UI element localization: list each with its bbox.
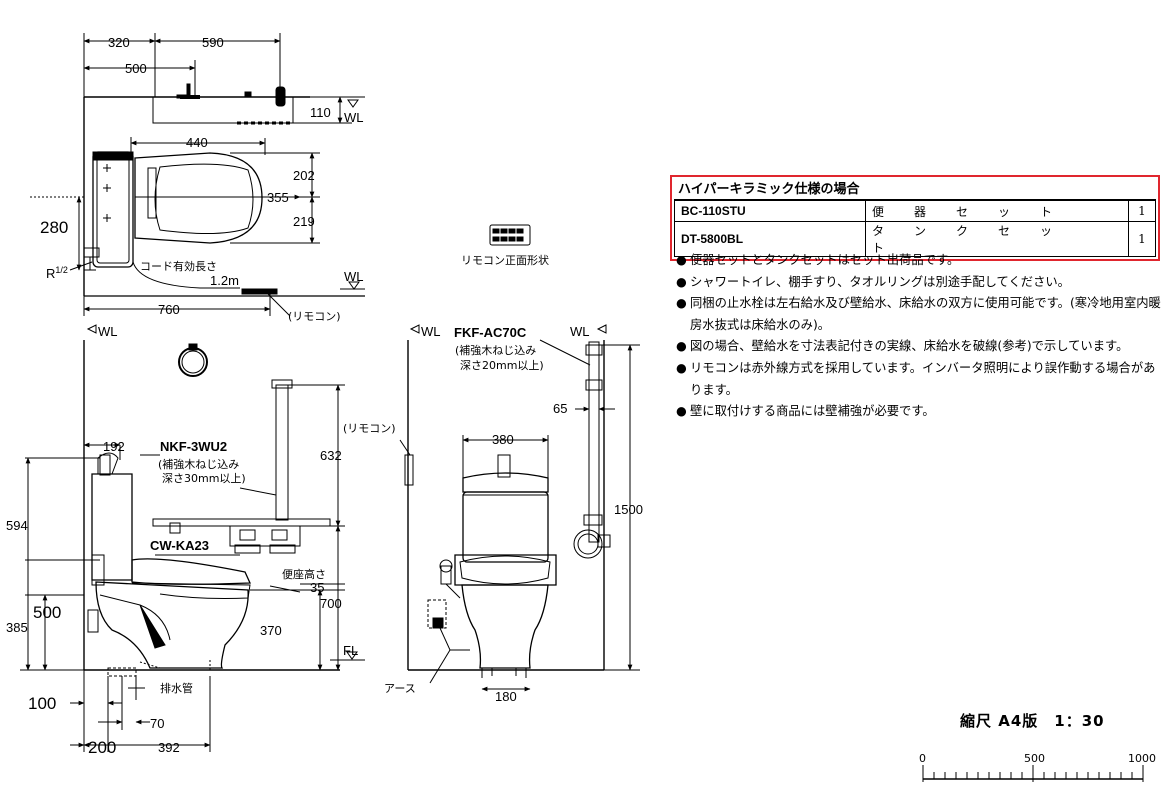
dim-100: 100	[28, 694, 56, 713]
spec-qty: 1	[1128, 221, 1156, 257]
dim-1500: 1500	[614, 502, 643, 517]
dim-355: 355	[267, 190, 289, 205]
handrail-note-1: (補強木ねじ込み	[455, 344, 536, 357]
bullet-icon: ●	[676, 296, 687, 311]
bullet-icon: ●	[676, 360, 687, 375]
spec-rows: BC-110STU 便器セット 1 DT-5800BL タンクセット 1	[674, 200, 1156, 257]
note-text: リモコンは赤外線方式を採用しています。インバータ照明により誤作動する場合がありま…	[690, 360, 1156, 397]
r-label: R1/2	[46, 265, 68, 281]
cord-length: 1.2m	[210, 273, 239, 288]
dim-65: 65	[553, 401, 567, 416]
dim-35: 35	[310, 580, 324, 595]
dim-500-plan: 500	[125, 61, 147, 76]
bullet-icon: ●	[676, 274, 687, 289]
earth-label: アース	[384, 682, 416, 695]
side-view-labels: WL 192 NKF-3WU2 (補強木ねじ込み 深さ30mm以上) 632 5…	[6, 324, 358, 757]
note-text: 壁に取付けする商品には壁補強が必要です。	[690, 404, 935, 419]
dim-385: 385	[6, 620, 28, 635]
dim-219: 219	[293, 214, 315, 229]
dim-700: 700	[320, 596, 342, 611]
handrail-model: FKF-AC70C	[454, 325, 527, 340]
side-view	[20, 324, 365, 752]
bullet-icon: ●	[676, 253, 687, 267]
list-item: ●リモコンは赤外線方式を採用しています。インバータ照明により誤作動する場合があり…	[676, 358, 1164, 401]
bullet-icon: ●	[676, 404, 687, 419]
list-item: ●同梱の止水栓は左右給水及び壁給水、床給水の双方に使用可能です。(寒冷地用室内暖…	[676, 293, 1164, 336]
wl-label-top: WL	[344, 110, 364, 125]
scale-tick-1000: 1000	[1128, 752, 1156, 765]
dim-392: 392	[158, 740, 180, 755]
list-item: ●図の場合、壁給水を寸法表記付きの実線、床給水を破線(参考)で示しています。	[676, 336, 1164, 358]
list-item: ●シャワートイレ、棚手すり、タオルリングは別途手配してください。	[676, 272, 1164, 294]
dim-590: 590	[202, 35, 224, 50]
cord-label: コード有効長さ	[140, 259, 217, 273]
list-item: ●壁に取付けする商品には壁補強が必要です。	[676, 401, 1164, 423]
dim-200: 200	[88, 738, 116, 757]
dim-370: 370	[260, 623, 282, 638]
table-row: DT-5800BL タンクセット 1	[674, 221, 1156, 257]
spec-table: ハイパーキラミック仕様の場合 BC-110STU 便器セット 1 DT-5800…	[670, 175, 1160, 261]
drain-label: 排水管	[160, 681, 193, 695]
seat-height-label: 便座高さ	[282, 567, 326, 581]
dim-440: 440	[186, 135, 208, 150]
list-item: ●便器セットとタンクセットはセット出荷品です。	[676, 250, 1164, 272]
dim-202: 202	[293, 168, 315, 183]
dim-192: 192	[103, 439, 125, 454]
note-text: 同梱の止水栓は左右給水及び壁給水、床給水の双方に使用可能です。(寒冷地用室内暖房…	[690, 296, 1161, 332]
remote-icon	[489, 224, 531, 246]
note-text: 便器セットとタンクセットはセット出荷品です。	[690, 253, 960, 267]
dim-380: 380	[492, 432, 514, 447]
remote-label-front: (リモコン)	[343, 422, 396, 435]
notes-list: ●便器セットとタンクセットはセット出荷品です。 ●シャワートイレ、棚手すり、タオ…	[676, 250, 1164, 423]
note-text: 図の場合、壁給水を寸法表記付きの実線、床給水を破線(参考)で示しています。	[690, 339, 1129, 354]
scale-bar	[922, 765, 1144, 782]
tank-note-2: 深さ30mm以上)	[162, 472, 246, 485]
remote-caption: リモコン正面形状	[461, 253, 549, 267]
scale-title: 縮尺 A4版 1：30	[960, 712, 1105, 730]
wl-label-front-left: WL	[421, 324, 441, 339]
plan-view-labels: 320 590 500 110 WL 440 202 355 219 280 R…	[40, 35, 364, 323]
spec-code: BC-110STU	[674, 200, 866, 222]
table-row: BC-110STU 便器セット 1	[674, 200, 1156, 222]
scale-tick-500: 500	[1024, 752, 1045, 765]
spec-title: ハイパーキラミック仕様の場合	[674, 177, 1156, 200]
seat-model: CW-KA23	[150, 538, 209, 553]
spec-name: 便器セット	[865, 200, 1129, 222]
dim-760: 760	[158, 302, 180, 317]
dim-594: 594	[6, 518, 28, 533]
dim-280: 280	[40, 218, 68, 237]
dim-320: 320	[108, 35, 130, 50]
dim-180: 180	[495, 689, 517, 704]
dim-70: 70	[150, 716, 164, 731]
fl-label: FL	[343, 643, 358, 658]
scale-tick-0: 0	[919, 752, 926, 765]
front-view-labels: WL WL FKF-AC70C (補強木ねじ込み 深さ20mm以上) (リモコン…	[343, 324, 643, 704]
wl-label-side: WL	[98, 324, 118, 339]
dim-500-side: 500	[33, 603, 61, 622]
plan-view	[30, 33, 365, 317]
bullet-icon: ●	[676, 339, 687, 354]
handrail-note-2: 深さ20mm以上)	[460, 359, 544, 372]
wl-label-mid: WL	[344, 269, 364, 284]
dim-632: 632	[320, 448, 342, 463]
note-text: シャワートイレ、棚手すり、タオルリングは別途手配してください。	[690, 274, 1070, 289]
remote-label-plan: (リモコン)	[288, 310, 341, 323]
spec-qty: 1	[1128, 200, 1156, 222]
tank-note-1: (補強木ねじ込み	[158, 458, 239, 471]
spec-name: タンクセット	[865, 221, 1129, 257]
wl-label-front-right: WL	[570, 324, 590, 339]
tank-model: NKF-3WU2	[160, 439, 227, 454]
dim-110: 110	[310, 105, 331, 120]
front-view	[399, 324, 640, 692]
